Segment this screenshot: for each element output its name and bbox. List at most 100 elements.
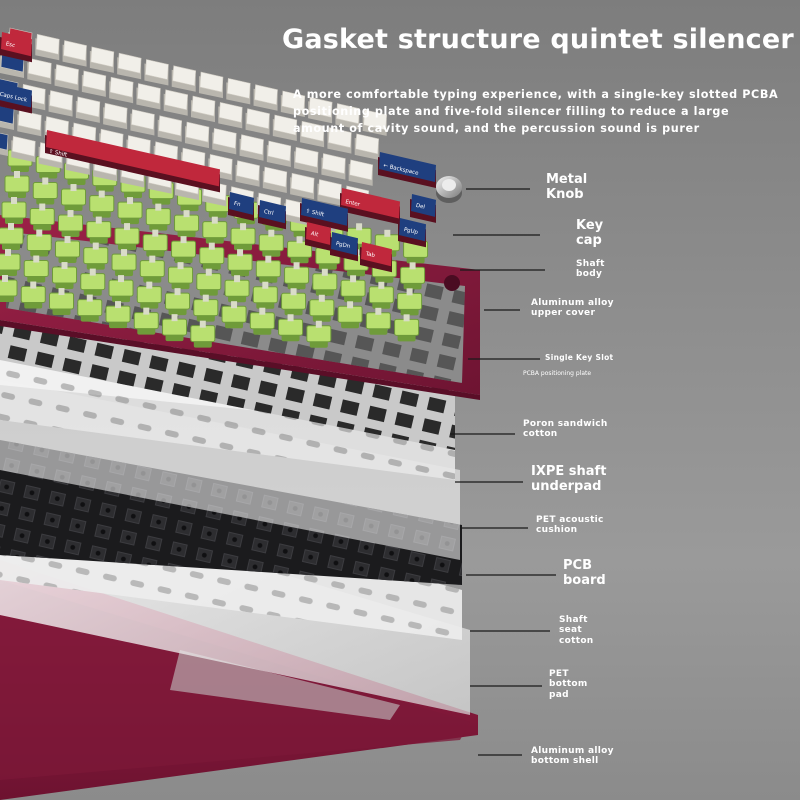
switch [365,307,391,335]
keycap [163,89,189,116]
keycap-alt: Alt [305,222,331,251]
keycap [184,121,210,149]
keycap-ctrl: Ctrl [258,200,286,230]
switch [1,197,27,224]
keycap-legend: PgDn [335,241,351,250]
keycap [144,59,169,86]
switch [32,177,58,205]
switch [171,236,197,264]
switch [133,307,159,335]
switch [52,262,78,290]
keycap [190,95,216,123]
switch [193,294,219,322]
switch [397,288,423,316]
keycap-enter: Enter [340,188,400,225]
switch [278,314,304,342]
keycap [327,127,352,154]
switch [142,229,168,257]
switch [230,223,256,251]
switch [20,281,46,309]
switch [80,268,106,296]
label-single-key-slot: Single Key Slot [545,353,614,363]
page-title: Gasket structure quintet silencer [282,24,794,55]
switch [400,262,426,290]
switch [368,281,394,309]
keycap-fn: Fn [228,192,254,221]
keycap-esc: Esc [0,32,32,63]
bottom-shell-window [170,650,400,720]
switch [199,242,225,270]
keycap [253,84,278,111]
keycap [317,179,342,206]
keycap [218,102,243,129]
label-poron-text: Poron sandwich cotton [523,419,608,440]
keycap [280,90,306,117]
keycap [321,153,346,180]
keycap [103,102,128,130]
switch [105,301,131,329]
keycap [335,103,360,130]
keycap [235,160,260,187]
switch [227,249,253,277]
switch [89,190,115,218]
label-key-cap: Key cap [576,218,604,249]
switch [55,236,81,264]
keycap-shift: ⇧ Shift [300,198,348,232]
keycap [11,135,36,163]
switch [108,275,134,303]
switch [86,216,112,244]
switch [77,294,103,322]
switch [145,203,171,231]
keycap-legend: Tab [364,251,376,259]
label-upper-cover-text: Aluminum alloy upper cover [531,298,614,319]
label-pet-acoustic-text: PET acoustic cushion [536,515,604,536]
label-shaft-seat: Shaft seat cotton [559,615,594,646]
label-shaft-body-text: Shaft body [576,259,605,280]
keycap [130,109,155,136]
keycap [245,108,270,135]
keycap-tab: Tab [360,242,392,273]
keycap-legend: Ctrl [263,209,274,217]
label-pet-bottom: PET bottom pad [549,669,588,700]
keycap [81,70,107,97]
switch [221,301,247,329]
keycap [348,159,373,186]
label-key-cap-text: Key cap [576,218,604,248]
switch [0,275,18,302]
label-poron: Poron sandwich cotton [523,419,608,440]
keycap [198,71,224,99]
switch [49,288,75,316]
label-ixpe: IXPE shaft underpad [531,464,607,495]
switch [281,288,307,316]
keycap-del: Del [410,194,436,223]
switch [29,203,55,231]
switch [165,288,191,316]
switch [394,314,420,342]
switch [284,262,310,290]
keycap-caps: Caps Lock [0,82,32,114]
label-bottom-shell: Aluminum alloy bottom shell [531,746,614,767]
label-shaft-seat-text: Shaft seat cotton [559,615,594,646]
keycap-legend: Alt [310,231,319,239]
switch [174,210,200,238]
keycap [89,46,115,73]
switch [312,268,338,296]
label-ixpe-text: IXPE shaft underpad [531,464,607,494]
switch [0,223,24,250]
keycap [362,109,387,136]
keycap [266,140,292,167]
label-metal-knob-text: Metal Knob [546,172,588,202]
keycap [136,83,161,110]
keycap [308,96,333,124]
keycap [171,65,197,92]
label-shaft-body: Shaft body [576,259,605,280]
keycap-legend: Enter [345,199,361,208]
switch [309,294,335,322]
switch [139,255,165,283]
label-single-key-slot-text: Single Key Slot [545,353,614,362]
switch [0,249,21,276]
switch [23,255,49,283]
keycap [48,90,73,117]
keycap [109,76,134,104]
label-pet-acoustic: PET acoustic cushion [536,515,604,536]
